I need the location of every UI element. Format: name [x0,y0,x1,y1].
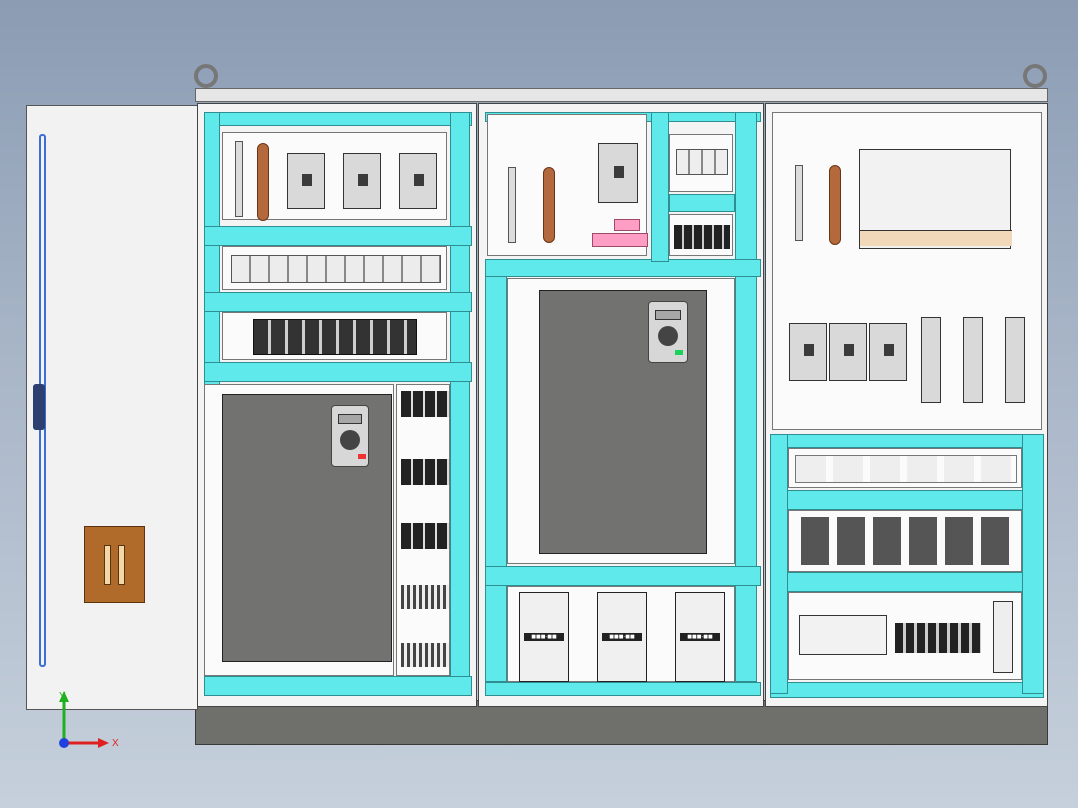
main-switch [859,149,1012,249]
relay-strip [253,319,417,355]
open-door [26,105,198,710]
relay-strip-small [674,225,730,249]
terminal-block-5 [401,643,449,667]
power-supply [993,601,1013,673]
terminal-block-3 [401,523,449,549]
contactor-small-plate [788,510,1022,572]
copper-busbar [829,165,841,245]
relay-row [222,312,447,360]
fuse-holder-2 [963,317,983,403]
rail-bottom [204,676,472,696]
inverter-keypad[interactable] [648,301,688,363]
rail-right [450,112,470,682]
mounting-plate-top [487,114,648,256]
mounting-plate-upper [772,112,1042,430]
cabinet-section-right [765,103,1048,707]
rail-left [485,264,507,682]
pink-terminals-bottom [592,233,648,247]
lifting-eye-right [1023,64,1047,88]
main-breaker [598,143,638,203]
upper-right-plate-2 [669,214,733,256]
axis-y-label: Y [59,691,66,702]
breaker-row [222,246,447,290]
rail-bottom [770,682,1044,698]
rail-right [1022,434,1044,694]
rail-bottom [485,682,761,696]
mccb-1 [789,323,827,381]
rail-small-h [669,194,735,212]
terminal-strip [235,141,243,217]
rail-h1 [770,490,1044,510]
mcb-1 [287,153,325,209]
contactor-2: ■■■-■■ [597,592,647,682]
rail-h3 [204,362,472,382]
terminal-strip [795,165,803,241]
axis-triad: Y X [59,691,119,749]
plc-plate [788,592,1022,680]
rail-left [770,434,788,694]
small-breakers [795,455,1017,483]
pink-terminals-top [614,219,640,231]
fuse-holder-1 [921,317,941,403]
terminal-block-1 [401,391,449,417]
plc-io-module [895,623,981,653]
mccb-2 [829,323,867,381]
axis-x-label: X [112,738,119,749]
fuse-holder-3 [1005,317,1025,403]
cabinet-section-left [197,103,477,707]
breaker-strip-small [676,149,728,175]
top-rail [195,88,1048,102]
inverter-keypad[interactable] [331,405,369,467]
frequency-inverter-2 [539,290,707,554]
mccb-3 [869,323,907,381]
rail-right [735,112,757,682]
rail-top [770,434,1044,448]
frequency-inverter-1 [222,394,392,662]
rail-top [204,112,472,126]
rail-h2 [770,572,1044,592]
plc-unit [799,615,887,655]
cabinet-section-middle: ■■■-■■ ■■■-■■ ■■■-■■ [478,103,764,707]
terminal-strip [508,167,516,243]
mounting-plate-a [222,132,447,221]
contactor-3-label: ■■■-■■ [680,633,720,641]
contactor-3: ■■■-■■ [675,592,725,682]
rail-h2 [485,566,761,586]
small-contactors [801,517,1011,565]
contactor-2-label: ■■■-■■ [602,633,642,641]
mcb-3 [399,153,437,209]
terminal-block-4 [401,585,449,609]
contactor-1: ■■■-■■ [519,592,569,682]
copper-busbar [543,167,555,243]
small-breaker-plate [788,448,1022,488]
door-handle[interactable] [84,526,145,603]
side-module-column [396,384,450,676]
rail-h1 [485,259,761,277]
terminal-block-2 [401,459,449,485]
lifting-eye-left [194,64,218,88]
rail-h2 [204,292,472,312]
rail-h1 [204,226,472,246]
mcb-2 [343,153,381,209]
breaker-strip [231,255,441,283]
rail-v-mid [651,112,669,262]
upper-right-plate [669,134,733,192]
door-hinge [33,384,45,430]
contactor-1-label: ■■■-■■ [524,633,564,641]
copper-busbar [257,143,269,221]
